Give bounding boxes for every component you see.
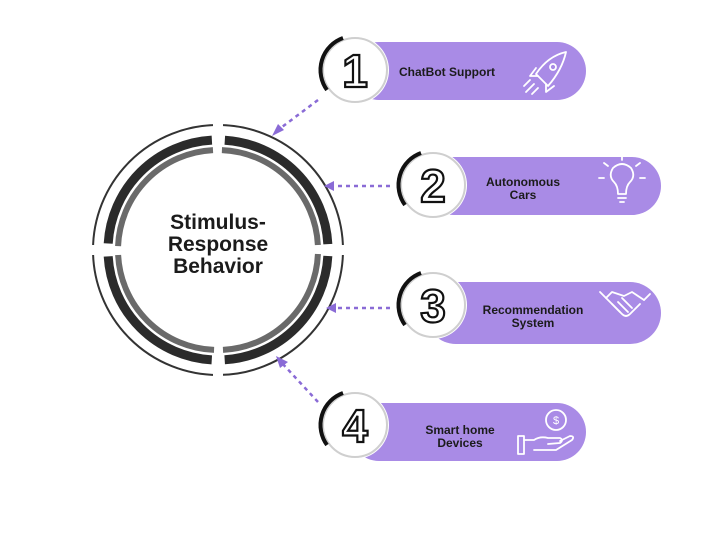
badge-3-accent xyxy=(396,271,422,327)
badge-2-number: 2 xyxy=(420,160,446,212)
item-2-label: Autonomous Cars xyxy=(486,175,560,202)
pill-2 xyxy=(425,157,661,215)
center-title: Stimulus- Response Behavior xyxy=(167,211,269,278)
handshake-icon xyxy=(599,291,651,317)
badge-2-accent xyxy=(396,151,422,207)
badge-1-ring xyxy=(322,37,388,103)
badge-4-bg xyxy=(321,391,389,459)
badge-3-bg xyxy=(399,271,467,339)
connector-1 xyxy=(277,99,319,131)
central-ring xyxy=(86,118,350,382)
arrowhead-2 xyxy=(324,181,334,191)
ring-gap-bottom xyxy=(213,370,223,382)
money-hand-icon: $ xyxy=(517,409,575,455)
pill-1 xyxy=(350,42,586,100)
arrowhead-1 xyxy=(272,124,284,136)
svg-text:$: $ xyxy=(553,415,559,427)
badge-1-bg xyxy=(321,36,389,104)
badge-4-accent xyxy=(318,391,344,447)
pill-3 xyxy=(425,282,661,344)
item-3-label: Recommendation System xyxy=(482,303,584,330)
badge-2 xyxy=(396,151,467,219)
badge-3-number: 3 xyxy=(420,280,446,332)
item-4-label: Smart home Devices xyxy=(425,423,495,450)
lightbulb-icon xyxy=(598,154,646,203)
arrowhead-4 xyxy=(276,356,288,368)
badge-4-number: 4 xyxy=(342,400,368,452)
connectors xyxy=(272,99,390,403)
ring-gap-top xyxy=(213,118,223,130)
badge-3-ring xyxy=(400,272,466,338)
badge-2-ring xyxy=(400,152,466,218)
badge-4-ring xyxy=(322,392,388,458)
badge-2-bg xyxy=(399,151,467,219)
rocket-icon xyxy=(523,51,567,95)
badge-1-number: 1 xyxy=(342,45,368,97)
item-1-label: ChatBot Support xyxy=(399,65,495,79)
ring-gap-left xyxy=(86,245,98,255)
pills xyxy=(350,42,661,461)
pill-4 xyxy=(350,403,586,461)
badge-1 xyxy=(318,36,389,104)
badge-4 xyxy=(318,391,389,459)
arrowhead-3 xyxy=(326,303,336,313)
badge-3 xyxy=(396,271,467,339)
connector-4 xyxy=(280,361,319,403)
ring-gap-right xyxy=(338,245,350,255)
badge-1-accent xyxy=(318,36,344,92)
